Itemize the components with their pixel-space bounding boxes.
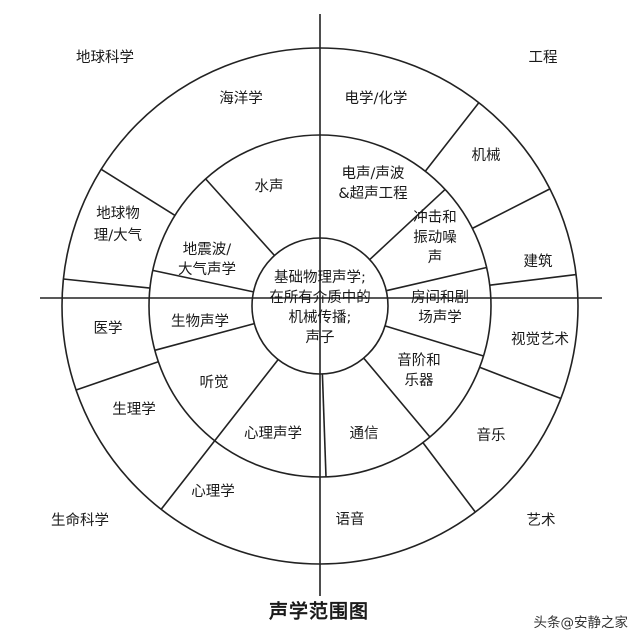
outer-segment-electrochem: 电学/化学 xyxy=(345,90,408,107)
center-core-label: 基础物理声学; 在所有介质中的机械传播; 声子 xyxy=(269,268,371,346)
outer-segment-geophysics-line-1: 理/大气 xyxy=(94,227,142,244)
inner-divider-3 xyxy=(363,357,431,438)
center-core-label-line-3: 声子 xyxy=(306,328,335,346)
inner-segment-hearing: 听觉 xyxy=(200,374,229,391)
outer-divider-0 xyxy=(424,102,480,172)
inner-segment-communication: 通信 xyxy=(350,425,379,442)
outer-divider-3 xyxy=(479,366,562,400)
outer-segment-physiology-line-0: 生理学 xyxy=(112,401,156,418)
inner-segment-psychoacoustics-line-0: 心理声学 xyxy=(244,424,302,442)
inner-divider-0 xyxy=(369,188,446,261)
corner-label-top-left: 地球科学 xyxy=(76,49,134,66)
inner-segment-electroacoustics-line-0: 电声/声波 xyxy=(342,164,405,182)
inner-segment-bioacoustics-line-0: 生物声学 xyxy=(171,312,229,330)
outer-divider-8 xyxy=(100,168,176,217)
outer-segment-medicine-line-0: 医学 xyxy=(94,320,123,337)
outer-segment-geophysics-line-0: 地球物 xyxy=(96,205,140,222)
outer-segment-mechanical-line-0: 机械 xyxy=(472,147,501,164)
outer-segment-psychology-line-0: 心理学 xyxy=(191,483,235,500)
inner-segment-underwater: 水声 xyxy=(255,177,284,195)
inner-segment-electroacoustics: 电声/声波&超声工程 xyxy=(338,164,407,202)
inner-segment-shock-vibration-line-2: 声 xyxy=(428,248,443,266)
center-core-label-line-0: 基础物理声学; xyxy=(274,268,366,286)
outer-divider-1 xyxy=(472,188,551,230)
outer-divider-6 xyxy=(75,360,159,391)
outer-segment-architecture-line-0: 建筑 xyxy=(524,253,553,270)
outer-segment-speech-line-0: 语音 xyxy=(336,511,365,528)
inner-segment-hearing-line-0: 听觉 xyxy=(200,374,229,391)
corner-label-bottom-right: 艺术 xyxy=(527,512,556,529)
inner-segment-psychoacoustics: 心理声学 xyxy=(244,424,302,442)
inner-segment-seismic-line-1: 大气声学 xyxy=(178,260,236,278)
inner-divider-5 xyxy=(214,359,279,442)
outer-segment-oceanography: 海洋学 xyxy=(219,90,263,107)
outer-segment-visual-arts: 视觉艺术 xyxy=(511,331,569,348)
inner-segment-shock-vibration: 冲击和振动噪声 xyxy=(413,209,457,266)
watermark: 头条@安静之家 xyxy=(534,614,629,631)
outer-divider-2 xyxy=(489,273,577,286)
segment-dividers xyxy=(63,102,577,513)
corner-label-top-right: 工程 xyxy=(529,49,558,66)
inner-divider-1 xyxy=(386,266,487,292)
inner-divider-8 xyxy=(205,178,276,257)
inner-segment-shock-vibration-line-0: 冲击和 xyxy=(413,209,457,226)
outer-segment-electrochem-line-0: 电学/化学 xyxy=(345,90,408,107)
inner-segment-seismic-line-0: 地震波/ xyxy=(183,241,231,258)
outer-divider-5 xyxy=(160,440,216,510)
inner-segment-shock-vibration-line-1: 振动噪 xyxy=(413,229,457,246)
center-core-label-line-2: 机械传播; xyxy=(289,309,352,326)
outer-segment-physiology: 生理学 xyxy=(112,401,156,418)
inner-segment-architectural-line-0: 房间和剧 xyxy=(411,289,469,306)
center-core-label-line-1: 在所有介质中的 xyxy=(269,289,371,306)
outer-ring-border xyxy=(61,47,579,565)
outer-segment-psychology: 心理学 xyxy=(191,483,235,500)
corner-label-bottom-left: 生命科学 xyxy=(51,511,109,529)
inner-segment-musical-line-1: 乐器 xyxy=(405,372,434,389)
inner-divider-7 xyxy=(152,269,254,293)
inner-segment-bioacoustics: 生物声学 xyxy=(171,312,229,330)
outer-segment-mechanical: 机械 xyxy=(472,147,501,164)
inner-segment-communication-line-0: 通信 xyxy=(350,425,379,442)
inner-segment-musical-line-0: 音阶和 xyxy=(397,352,441,369)
inner-segment-musical: 音阶和乐器 xyxy=(397,352,441,389)
outer-segment-oceanography-line-0: 海洋学 xyxy=(219,90,263,107)
inner-segment-architectural-line-1: 场声学 xyxy=(418,308,462,326)
outer-segment-music-line-0: 音乐 xyxy=(477,427,506,444)
outer-segment-medicine: 医学 xyxy=(94,320,123,337)
outer-segment-geophysics: 地球物理/大气 xyxy=(94,205,142,244)
outer-divider-7 xyxy=(63,278,150,289)
outer-segment-speech: 语音 xyxy=(336,511,365,528)
diagram-title: 声学范围图 xyxy=(268,600,369,623)
outer-segment-visual-arts-line-0: 视觉艺术 xyxy=(511,331,569,348)
center-circle-border xyxy=(251,237,389,375)
inner-divider-6 xyxy=(154,322,255,352)
inner-divider-2 xyxy=(384,325,484,357)
outer-segment-music: 音乐 xyxy=(477,427,506,444)
inner-segment-underwater-line-0: 水声 xyxy=(255,177,284,195)
inner-segment-architectural: 房间和剧场声学 xyxy=(411,289,469,326)
inner-divider-4 xyxy=(321,373,327,477)
outer-segment-architecture: 建筑 xyxy=(524,253,553,270)
outer-divider-4 xyxy=(422,442,476,513)
middle-ring-border xyxy=(148,134,492,478)
inner-segment-seismic: 地震波/大气声学 xyxy=(178,241,236,278)
inner-segment-electroacoustics-line-1: &超声工程 xyxy=(338,184,407,202)
